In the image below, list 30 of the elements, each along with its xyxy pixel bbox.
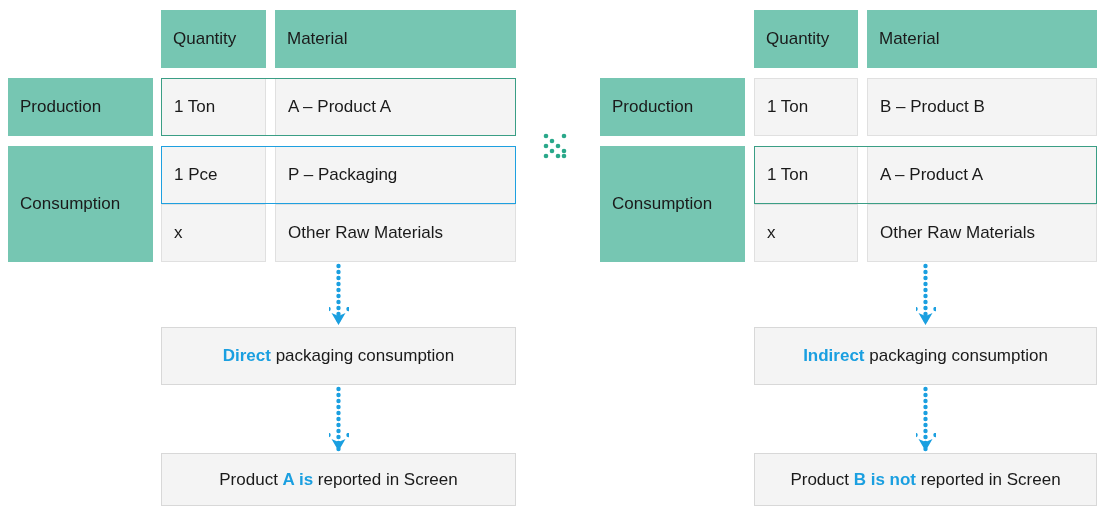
table-cell: 1 Ton <box>161 78 266 136</box>
table <box>8 10 516 262</box>
header-cell: Quantity <box>754 10 858 68</box>
table-cell: Other Raw Materials <box>275 204 516 262</box>
table-cell: x <box>754 204 858 262</box>
table-cell: Other Raw Materials <box>867 204 1097 262</box>
row-header-cell: Production <box>8 78 153 136</box>
arrow <box>326 263 351 328</box>
table-cell: P – Packaging <box>275 146 516 204</box>
result-box: Indirect packaging consumption <box>754 327 1097 385</box>
arrow <box>913 386 938 454</box>
header-cell: Quantity <box>161 10 266 68</box>
table-cell: A – Product A <box>867 146 1097 204</box>
header-cell: Material <box>275 10 516 68</box>
table <box>600 10 1097 262</box>
result-box: Product A is reported in Screen <box>161 453 516 506</box>
arrow <box>326 386 351 454</box>
result-box: Product B is not reported in Screen <box>754 453 1097 506</box>
result-box: Direct packaging consumption <box>161 327 516 385</box>
table-cell: 1 Pce <box>161 146 266 204</box>
table-cell: B – Product B <box>867 78 1097 136</box>
arrow <box>913 263 938 328</box>
table-cell: A – Product A <box>275 78 516 136</box>
header-cell: Material <box>867 10 1097 68</box>
row-header-cell: Consumption <box>8 146 153 262</box>
table-cell: 1 Ton <box>754 146 858 204</box>
row-header-cell: Consumption <box>600 146 745 262</box>
table-cell: x <box>161 204 266 262</box>
row-header-cell: Production <box>600 78 745 136</box>
table-cell: 1 Ton <box>754 78 858 136</box>
